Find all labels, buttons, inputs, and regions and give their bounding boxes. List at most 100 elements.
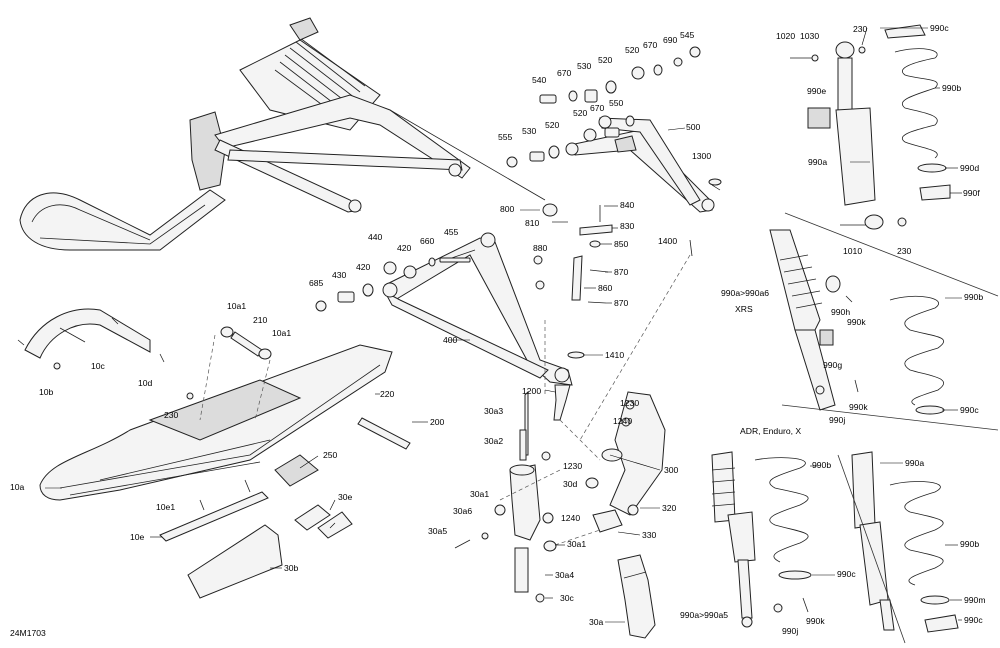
callout-685: 685 <box>309 278 324 288</box>
callout-500: 500 <box>686 122 701 132</box>
assembled-suspension-illustration <box>19 17 546 251</box>
lower-a-arm-illustration <box>315 232 585 421</box>
callout-830: 830 <box>620 221 635 231</box>
callout-670-c: 670 <box>590 103 605 113</box>
assembly-guide-lines <box>199 254 691 546</box>
callout-200: 200 <box>430 417 445 427</box>
callout-30a: 30a <box>589 617 604 627</box>
callout-870-a: 870 <box>614 267 629 277</box>
callout-330: 330 <box>642 530 657 540</box>
callout-30a4: 30a4 <box>555 570 574 580</box>
sway-bar-link-illustration <box>533 203 693 304</box>
callout-10a: 10a <box>10 482 25 492</box>
callout-30a5: 30a5 <box>428 526 447 536</box>
callout-210: 210 <box>253 315 268 325</box>
callout-870-b: 870 <box>614 298 629 308</box>
callout-530-a: 530 <box>577 61 592 71</box>
callout-990a-990a6: 990a>990a6 <box>721 288 769 298</box>
diagram-code: 24M1703 <box>10 628 46 638</box>
leader-lines <box>45 27 962 623</box>
callout-30a3: 30a3 <box>484 406 503 416</box>
callout-1300: 1300 <box>692 151 711 161</box>
callout-10e: 10e <box>130 532 145 542</box>
callout-530-b: 530 <box>522 126 537 136</box>
callout-1400: 1400 <box>658 236 677 246</box>
callout-10a1-a: 10a1 <box>227 301 246 311</box>
callout-430: 430 <box>332 270 347 280</box>
callout-520-a: 520 <box>625 45 640 55</box>
callout-420-a: 420 <box>397 243 412 253</box>
part-callouts: 230 990c 1020 1030 990e 990b 990a 990d 9… <box>10 23 986 638</box>
callout-860: 860 <box>598 283 613 293</box>
callout-990g: 990g <box>823 360 842 370</box>
callout-1410: 1410 <box>605 350 624 360</box>
callout-1020: 1020 <box>776 31 795 41</box>
callout-990h: 990h <box>831 307 850 317</box>
callout-660: 660 <box>420 236 435 246</box>
callout-990e: 990e <box>807 86 826 96</box>
spindle-illustration <box>454 390 666 639</box>
callout-455: 455 <box>444 227 459 237</box>
callout-690: 690 <box>663 35 678 45</box>
callout-1200: 1200 <box>522 386 541 396</box>
callout-840: 840 <box>620 200 635 210</box>
callout-220: 220 <box>380 389 395 399</box>
callout-850: 850 <box>614 239 629 249</box>
callout-10a1-b: 10a1 <box>272 328 291 338</box>
callout-1010: 1010 <box>843 246 862 256</box>
callout-250: 250 <box>323 450 338 460</box>
callout-990j-xrs: 990j <box>829 415 845 425</box>
callout-810: 810 <box>525 218 540 228</box>
callout-30e: 30e <box>338 492 353 502</box>
callout-320: 320 <box>662 503 677 513</box>
callout-990b-adr: 990b <box>812 460 831 470</box>
callout-1230-b: 1230 <box>563 461 582 471</box>
callout-30a6: 30a6 <box>453 506 472 516</box>
ski-illustration <box>17 308 411 599</box>
upper-a-arm-illustration <box>506 46 722 213</box>
shock-xrs-illustration <box>769 229 945 415</box>
callout-990c-top: 990c <box>930 23 949 33</box>
callout-520-d: 520 <box>545 120 560 130</box>
callout-230-top: 230 <box>853 24 868 34</box>
callout-10b: 10b <box>39 387 54 397</box>
callout-420-b: 420 <box>356 262 371 272</box>
callout-990k-xrs-b: 990k <box>849 402 868 412</box>
callout-30a1-a: 30a1 <box>470 489 489 499</box>
callout-540: 540 <box>532 75 547 85</box>
callout-990f: 990f <box>963 188 980 198</box>
callout-10d: 10d <box>138 378 153 388</box>
callout-800: 800 <box>500 204 515 214</box>
shock-top-right-illustration <box>790 24 951 230</box>
callout-230-mid: 230 <box>897 246 912 256</box>
callout-990b-top: 990b <box>942 83 961 93</box>
callout-990b-right: 990b <box>960 539 979 549</box>
callout-990c-right: 990c <box>964 615 983 625</box>
callout-670-b: 670 <box>557 68 572 78</box>
callout-670-a: 670 <box>643 40 658 50</box>
callout-990b-xrs: 990b <box>964 292 983 302</box>
callout-990a-top: 990a <box>808 157 827 167</box>
callout-30a1-b: 30a1 <box>567 539 586 549</box>
callout-990j-adr: 990j <box>782 626 798 636</box>
callout-230-left: 230 <box>164 410 179 420</box>
callout-550: 550 <box>609 98 624 108</box>
callout-1240-a: 1240 <box>613 416 632 426</box>
callout-990a-990a5: 990a>990a5 <box>680 610 728 620</box>
callout-990c-adr: 990c <box>837 569 856 579</box>
callout-1030: 1030 <box>800 31 819 41</box>
callout-990c-xrs: 990c <box>960 405 979 415</box>
callout-400: 400 <box>443 335 458 345</box>
callout-990m: 990m <box>964 595 986 605</box>
callout-30b: 30b <box>284 563 299 573</box>
section-dividers <box>781 212 999 644</box>
callout-990k-adr: 990k <box>806 616 825 626</box>
callout-30a2: 30a2 <box>484 436 503 446</box>
callout-30c: 30c <box>560 593 575 603</box>
callout-520-c: 520 <box>573 108 588 118</box>
shock-adr-illustration <box>711 451 959 633</box>
callout-990d: 990d <box>960 163 979 173</box>
callout-1240-b: 1240 <box>561 513 580 523</box>
callout-520-b: 520 <box>598 55 613 65</box>
